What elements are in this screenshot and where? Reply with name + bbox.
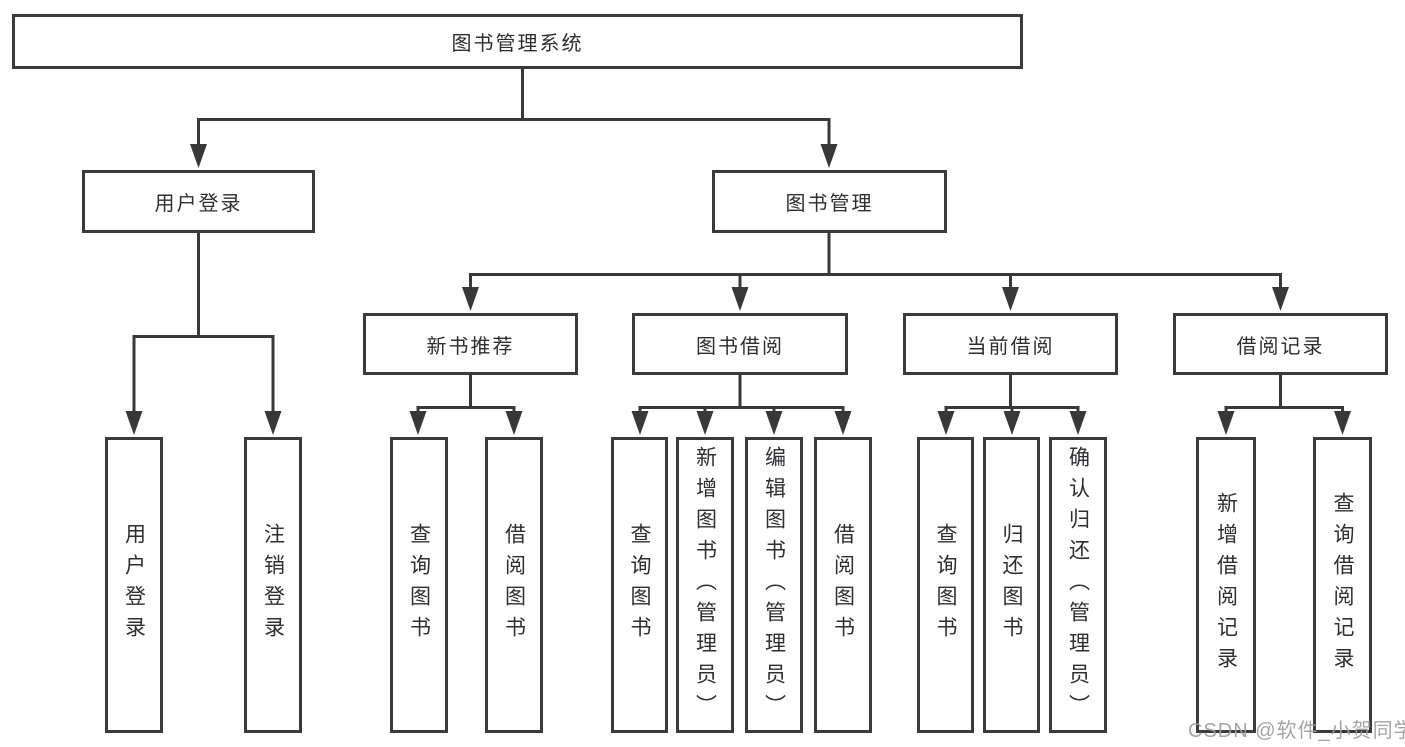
- leaf-query-books-recommend: 查询图书: [390, 437, 448, 733]
- leaf-confirm-return-admin: 确认归还（管理员）: [1049, 437, 1107, 733]
- leaf-query-books-recommend-label: 查询图书: [407, 523, 431, 647]
- leaf-query-books-borrowing-label: 查询图书: [628, 523, 651, 647]
- leaf-borrow-books-borrowing: 借阅图书: [814, 437, 872, 733]
- leaf-borrow-books-recommend-label: 借阅图书: [502, 523, 526, 647]
- leaf-edit-book-admin-label: 编辑图书（管理员）: [762, 445, 786, 725]
- node-current-borrowing-label: 当前借阅: [966, 335, 1055, 358]
- leaf-query-books-current-label: 查询图书: [934, 523, 957, 647]
- leaf-logout-label: 注销登录: [261, 523, 285, 647]
- node-book-management-label: 图书管理: [785, 193, 874, 215]
- node-borrowing-records-label: 借阅记录: [1236, 335, 1325, 358]
- leaf-user-login: 用户登录: [105, 437, 163, 733]
- node-current-borrowing: 当前借阅: [903, 313, 1118, 375]
- leaf-query-borrow-record: 查询借阅记录: [1313, 437, 1372, 733]
- leaf-query-borrow-record-label: 查询借阅记录: [1331, 492, 1354, 678]
- leaf-edit-book-admin: 编辑图书（管理员）: [745, 437, 803, 733]
- leaf-logout: 注销登录: [244, 437, 302, 733]
- leaf-return-books: 归还图书: [983, 437, 1040, 733]
- node-borrowing-records: 借阅记录: [1173, 313, 1388, 375]
- leaf-add-borrow-record-label: 新增借阅记录: [1214, 492, 1238, 678]
- leaf-add-book-admin: 新增图书（管理员）: [676, 437, 734, 733]
- node-user-login-label: 用户登录: [154, 193, 243, 215]
- node-book-management: 图书管理: [712, 170, 947, 233]
- node-user-login: 用户登录: [82, 170, 315, 233]
- leaf-query-books-borrowing: 查询图书: [611, 437, 668, 733]
- leaf-confirm-return-admin-label: 确认归还（管理员）: [1066, 445, 1090, 725]
- leaf-borrow-books-borrowing-label: 借阅图书: [831, 523, 855, 647]
- node-library-system: 图书管理系统: [12, 14, 1023, 69]
- csdn-watermark: CSDN @软件_小贺同学: [1188, 720, 1405, 742]
- node-library-system-label: 图书管理系统: [451, 33, 584, 55]
- node-new-book-recommend-label: 新书推荐: [426, 335, 515, 358]
- leaf-add-borrow-record: 新增借阅记录: [1196, 437, 1256, 733]
- node-new-book-recommend: 新书推荐: [363, 313, 578, 375]
- node-book-borrowing: 图书借阅: [632, 313, 848, 375]
- leaf-return-books-label: 归还图书: [1000, 523, 1023, 647]
- leaf-user-login-label: 用户登录: [122, 523, 146, 647]
- node-book-borrowing-label: 图书借阅: [696, 335, 784, 358]
- leaf-query-books-current: 查询图书: [917, 437, 974, 733]
- leaf-add-book-admin-label: 新增图书（管理员）: [693, 445, 717, 725]
- leaf-borrow-books-recommend: 借阅图书: [485, 437, 543, 733]
- arrowheads: [125, 144, 1351, 435]
